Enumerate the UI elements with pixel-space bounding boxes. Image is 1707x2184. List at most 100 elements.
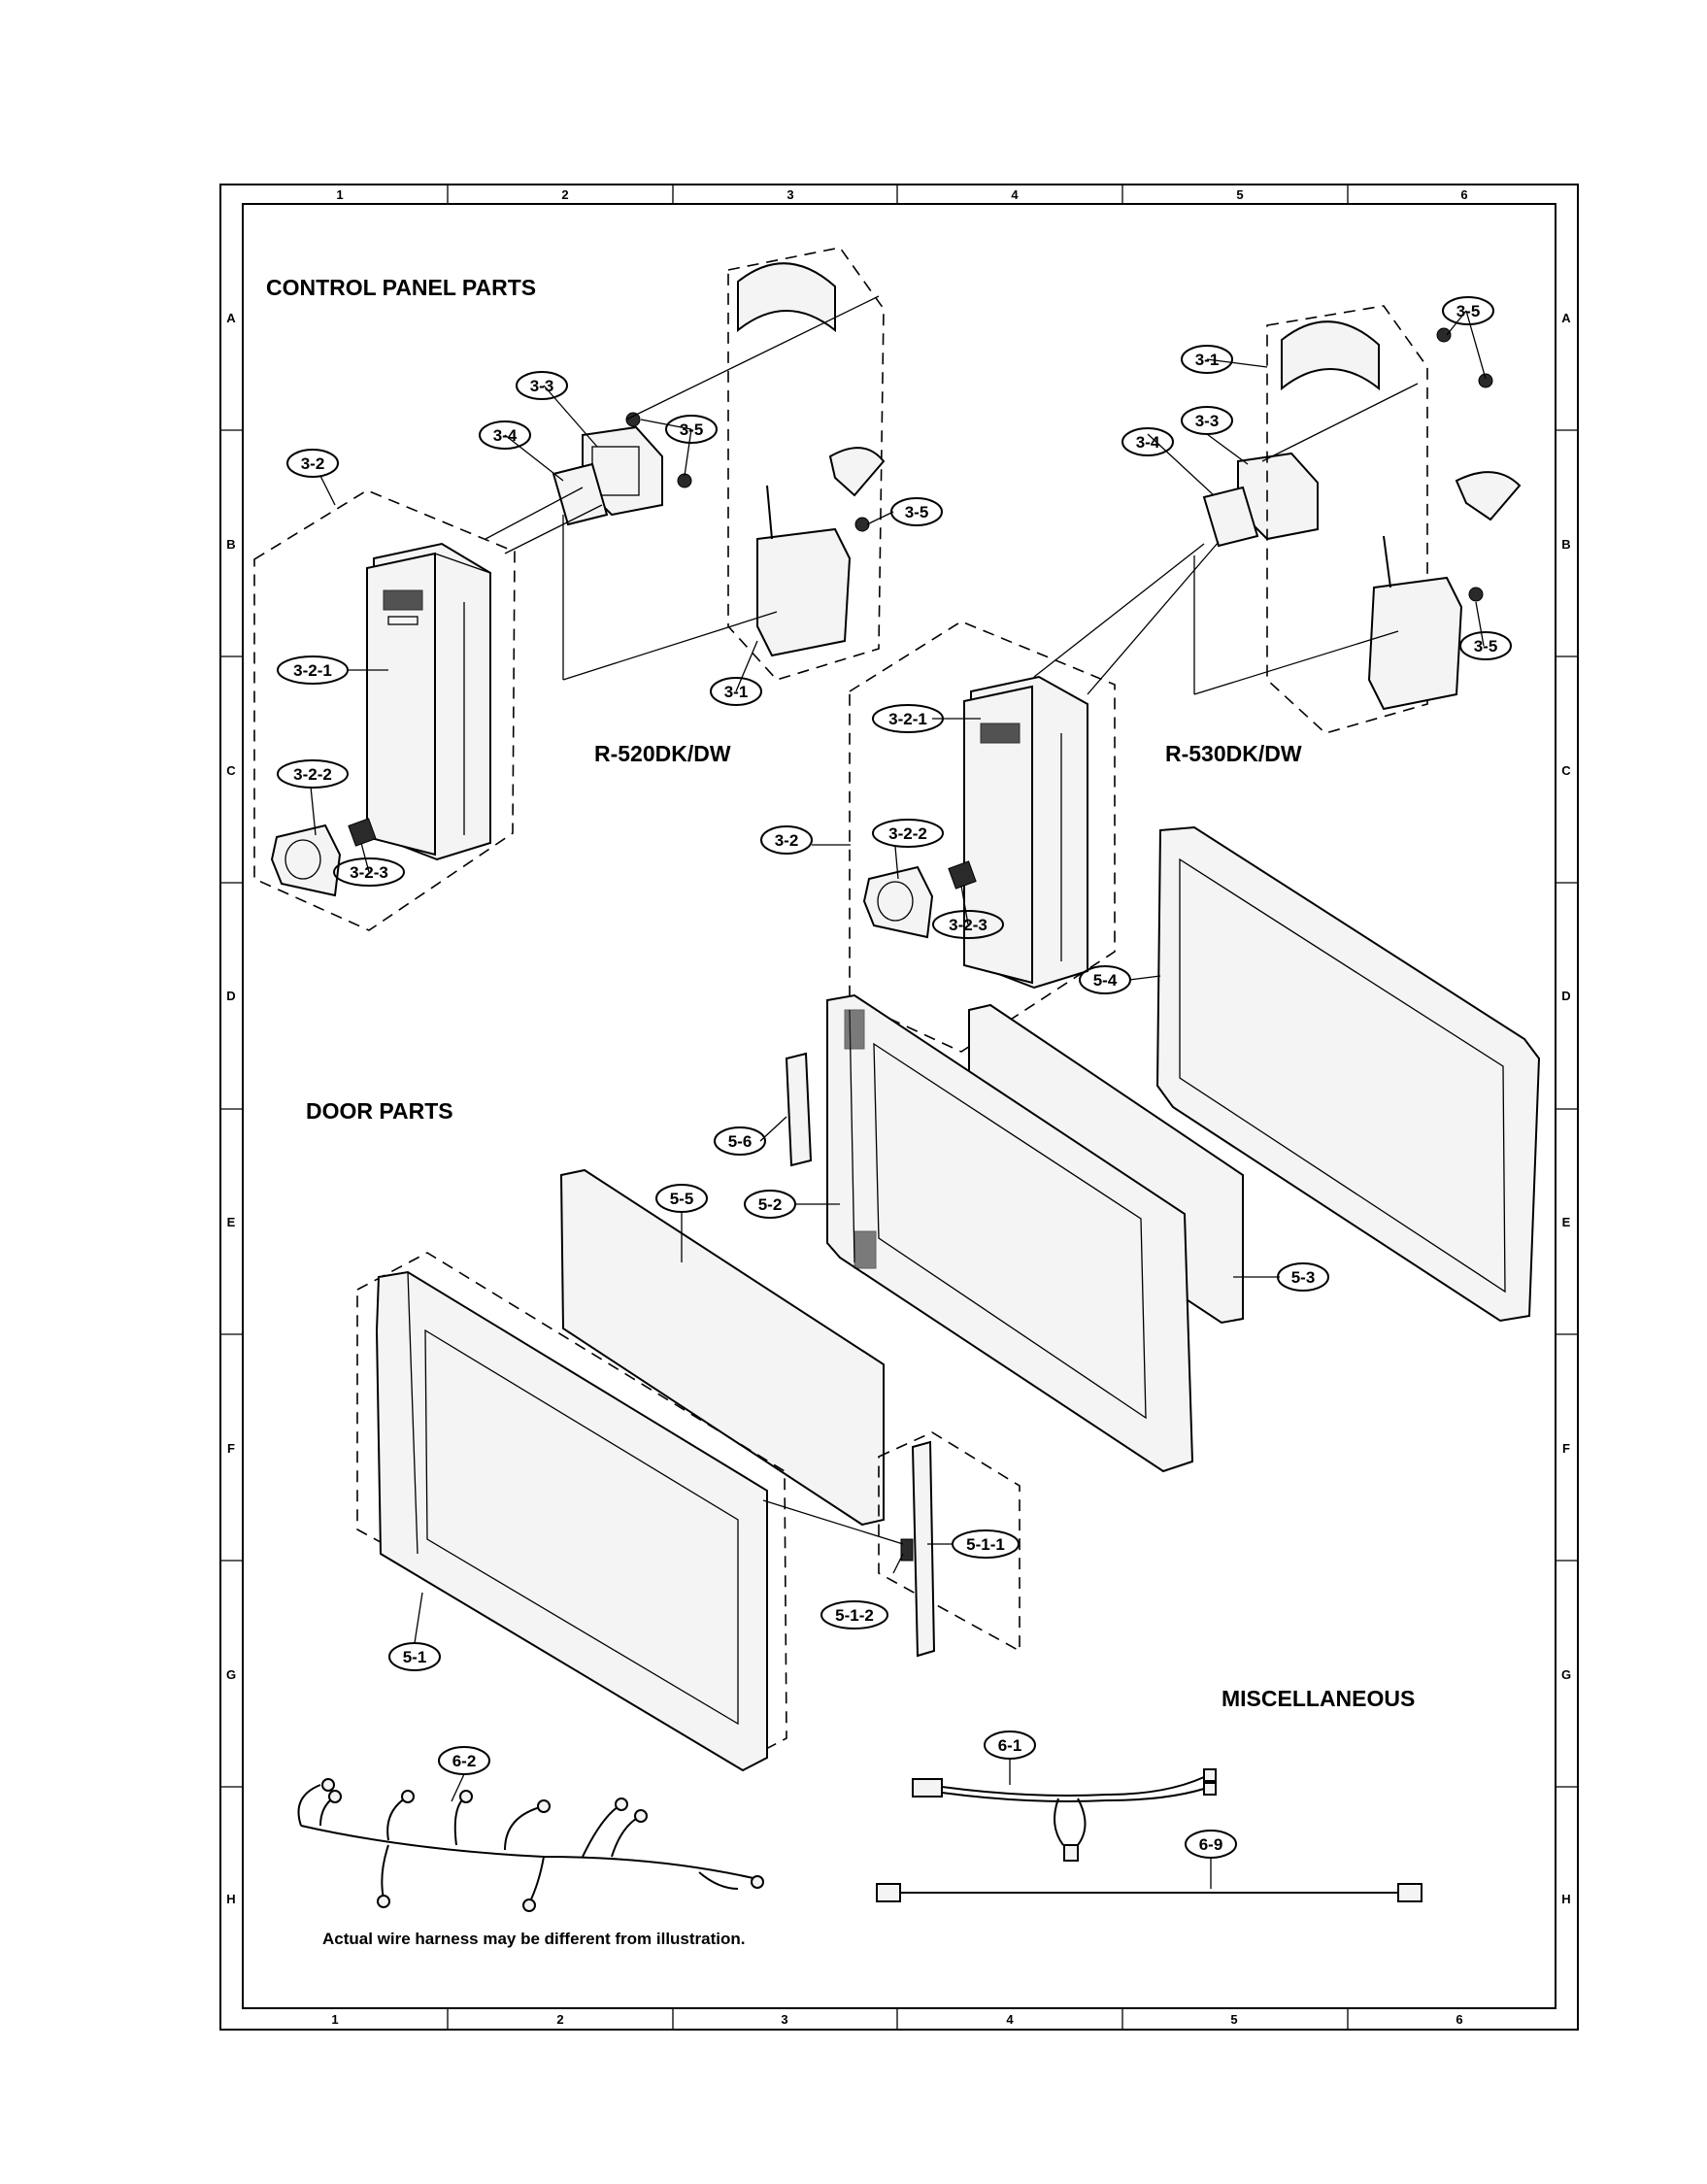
callout-5-1-2: 5-1-2 — [820, 1600, 888, 1630]
grid-col-6-bottom: 6 — [1456, 2012, 1462, 2027]
svg-text:5-3: 5-3 — [1291, 1268, 1316, 1287]
grid-row-b-left: B — [226, 537, 235, 552]
svg-text:3-2-1: 3-2-1 — [888, 710, 927, 728]
callout-3-5a-right: 3-5 — [1442, 296, 1494, 325]
control-panel-assembly-left — [253, 247, 886, 931]
svg-text:3-5: 3-5 — [1456, 302, 1481, 320]
grid-row-c-right: C — [1561, 763, 1571, 778]
grid-row-f-right: F — [1562, 1441, 1570, 1456]
svg-text:3-5: 3-5 — [1474, 637, 1498, 655]
svg-text:5-5: 5-5 — [670, 1190, 694, 1208]
grid-row-c-left: C — [226, 763, 236, 778]
svg-text:3-2-1: 3-2-1 — [293, 661, 332, 680]
grid-col-5-top: 5 — [1236, 187, 1243, 202]
svg-text:5-4: 5-4 — [1093, 971, 1118, 990]
callout-5-2: 5-2 — [744, 1190, 796, 1219]
callout-3-4-left: 3-4 — [479, 420, 531, 450]
grid-row-h-right: H — [1561, 1892, 1570, 1906]
control-panel-heading: CONTROL PANEL PARTS — [266, 275, 536, 300]
callout-5-5: 5-5 — [655, 1184, 708, 1213]
callout-5-6: 5-6 — [714, 1126, 766, 1156]
wire-harness-6-2 — [297, 1778, 764, 1912]
callout-3-4-right: 3-4 — [1121, 427, 1174, 456]
svg-text:3-4: 3-4 — [493, 426, 518, 445]
grid-col-6-top: 6 — [1460, 187, 1467, 202]
grid-col-4-top: 4 — [1011, 187, 1019, 202]
miscellaneous-heading: MISCELLANEOUS — [1222, 1686, 1415, 1711]
svg-text:3-5: 3-5 — [905, 503, 929, 521]
callout-5-3: 5-3 — [1277, 1262, 1329, 1292]
svg-text:5-1-1: 5-1-1 — [966, 1535, 1005, 1554]
svg-text:3-1: 3-1 — [1195, 351, 1220, 369]
svg-text:3-2-2: 3-2-2 — [888, 824, 927, 843]
wire-lead-6-9 — [876, 1883, 1422, 1902]
callout-6-1: 6-1 — [984, 1730, 1036, 1760]
svg-text:5-2: 5-2 — [758, 1195, 783, 1214]
wire-harness-note: Actual wire harness may be different fro… — [322, 1930, 746, 1948]
grid-row-e-left: E — [227, 1215, 236, 1229]
control-panel-assembly-right — [849, 305, 1522, 1053]
model-r520-label: R-520DK/DW — [594, 741, 731, 766]
grid-row-b-right: B — [1561, 537, 1570, 552]
grid-row-a-right: A — [1561, 311, 1571, 325]
callout-3-2-2-right: 3-2-2 — [872, 819, 944, 848]
grid-col-3-bottom: 3 — [781, 2012, 787, 2027]
grid-col-1-bottom: 1 — [331, 2012, 338, 2027]
svg-text:5-1-2: 5-1-2 — [835, 1606, 874, 1625]
grid-row-g-left: G — [226, 1667, 236, 1682]
svg-text:3-2-3: 3-2-3 — [350, 863, 388, 882]
grid-row-g-right: G — [1561, 1667, 1571, 1682]
callout-3-5a-left: 3-5 — [665, 415, 718, 444]
door-assembly — [356, 825, 1541, 1772]
grid-row-f-left: F — [227, 1441, 235, 1456]
callout-3-1-right: 3-1 — [1181, 345, 1233, 374]
grid-row-a-left: A — [226, 311, 236, 325]
grid-col-3-top: 3 — [787, 187, 793, 202]
callout-3-2-2-left: 3-2-2 — [277, 759, 349, 789]
sheet-border: 1 2 3 4 5 6 1 2 3 4 5 6 A B C D E F G H … — [219, 184, 1579, 2031]
grid-col-1-top: 1 — [336, 187, 343, 202]
callout-3-2-right: 3-2 — [760, 825, 813, 855]
svg-text:5-6: 5-6 — [728, 1132, 753, 1151]
grid-col-4-bottom: 4 — [1006, 2012, 1014, 2027]
svg-text:3-3: 3-3 — [530, 377, 554, 395]
svg-text:3-2: 3-2 — [775, 831, 799, 850]
callout-3-3-right: 3-3 — [1181, 406, 1233, 435]
grid-col-5-bottom: 5 — [1230, 2012, 1237, 2027]
callout-leaders — [310, 310, 1487, 1889]
grid-row-d-right: D — [1561, 989, 1570, 1003]
wire-harness-6-1 — [912, 1768, 1217, 1862]
callout-3-3-left: 3-3 — [516, 371, 568, 400]
callout-6-9: 6-9 — [1185, 1830, 1237, 1859]
callout-3-2-3-left: 3-2-3 — [333, 857, 405, 887]
svg-text:6-2: 6-2 — [452, 1752, 477, 1770]
callout-3-2-1-left: 3-2-1 — [277, 655, 349, 685]
grid-row-e-right: E — [1562, 1215, 1571, 1229]
callout-3-2-left: 3-2 — [286, 449, 339, 478]
grid-row-h-left: H — [226, 1892, 235, 1906]
callout-5-1-1: 5-1-1 — [952, 1529, 1020, 1559]
svg-text:3-2-3: 3-2-3 — [949, 916, 987, 934]
callout-5-1: 5-1 — [388, 1642, 441, 1671]
callout-3-2-3-right: 3-2-3 — [932, 910, 1004, 939]
door-parts-heading: DOOR PARTS — [306, 1098, 453, 1124]
svg-text:3-2-2: 3-2-2 — [293, 765, 332, 784]
model-r530-label: R-530DK/DW — [1165, 741, 1302, 766]
svg-text:6-9: 6-9 — [1199, 1835, 1223, 1854]
callout-3-5b-right: 3-5 — [1459, 631, 1512, 660]
svg-text:5-1: 5-1 — [403, 1648, 427, 1666]
svg-text:3-5: 3-5 — [680, 420, 704, 439]
svg-text:6-1: 6-1 — [998, 1736, 1022, 1755]
svg-text:3-2: 3-2 — [301, 454, 325, 473]
callout-5-4: 5-4 — [1079, 965, 1131, 994]
callout-3-2-1-right: 3-2-1 — [872, 704, 944, 733]
callout-3-5b-left: 3-5 — [890, 497, 943, 526]
callout-3-1-left: 3-1 — [710, 677, 762, 706]
grid-row-d-left: D — [226, 989, 235, 1003]
svg-text:3-4: 3-4 — [1136, 433, 1160, 452]
callout-6-2: 6-2 — [438, 1746, 490, 1775]
grid-col-2-top: 2 — [561, 187, 568, 202]
grid-col-2-bottom: 2 — [556, 2012, 563, 2027]
svg-text:3-3: 3-3 — [1195, 412, 1220, 430]
